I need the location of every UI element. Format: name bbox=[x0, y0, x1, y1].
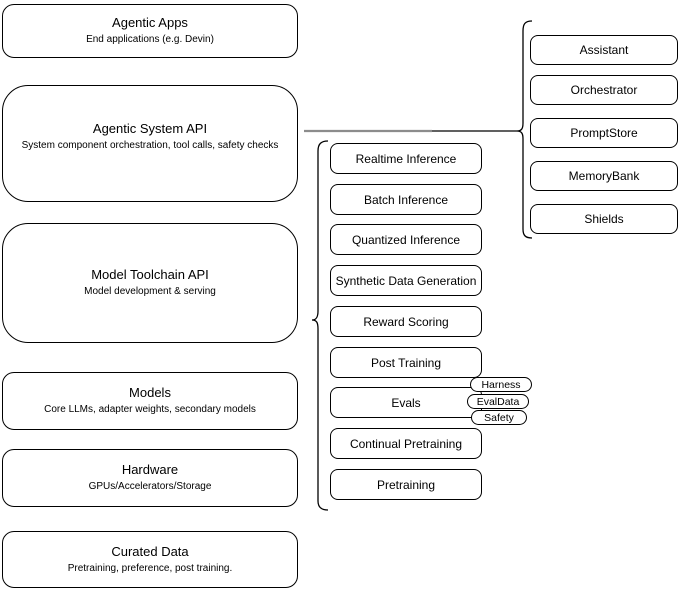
toolchain-item-realtime-inference: Realtime Inference bbox=[330, 143, 482, 174]
toolchain-item-pretraining: Pretraining bbox=[330, 469, 482, 500]
layer-box-content: Model Toolchain API Model development & … bbox=[84, 267, 216, 299]
layer-subtitle: Pretraining, preference, post training. bbox=[67, 562, 233, 574]
layer-box-curated-data: Curated Data Pretraining, preference, po… bbox=[2, 531, 298, 588]
layer-box-content: Agentic System API System component orch… bbox=[22, 121, 279, 153]
eval-tag-harness: Harness bbox=[470, 377, 532, 392]
layer-title: Model Toolchain API bbox=[91, 267, 209, 282]
layer-subtitle: GPUs/Accelerators/Storage bbox=[88, 481, 212, 492]
toolchain-item-batch-inference: Batch Inference bbox=[330, 184, 482, 215]
system-component-orchestrator: Orchestrator bbox=[530, 75, 678, 105]
layer-subtitle: Core LLMs, adapter weights, secondary mo… bbox=[44, 404, 256, 415]
system-component-promptstore: PromptStore bbox=[530, 118, 678, 148]
layer-box-content: Models Core LLMs, adapter weights, secon… bbox=[44, 385, 256, 417]
layer-box-agentic-system-api: Agentic System API System component orch… bbox=[2, 85, 298, 202]
toolchain-item-continual-pretraining: Continual Pretraining bbox=[330, 428, 482, 459]
layer-box-agentic-apps: Agentic Apps End applications (e.g. Devi… bbox=[2, 4, 298, 58]
system-component-shields: Shields bbox=[530, 204, 678, 234]
layer-subtitle: System component orchestration, tool cal… bbox=[21, 139, 279, 151]
layer-subtitle: End applications (e.g. Devin) bbox=[86, 34, 214, 45]
layer-title: Hardware bbox=[121, 462, 179, 477]
layer-title: Agentic Apps bbox=[112, 15, 188, 30]
layer-title: Curated Data bbox=[111, 543, 189, 559]
layer-subtitle: Model development & serving bbox=[84, 286, 216, 297]
layer-box-content: Curated Data Pretraining, preference, po… bbox=[68, 544, 233, 576]
layer-box-models: Models Core LLMs, adapter weights, secon… bbox=[2, 372, 298, 430]
layer-box-hardware: Hardware GPUs/Accelerators/Storage bbox=[2, 449, 298, 507]
layer-box-content: Agentic Apps End applications (e.g. Devi… bbox=[86, 15, 214, 47]
system-component-assistant: Assistant bbox=[530, 35, 678, 65]
eval-tag-safety: Safety bbox=[471, 410, 527, 425]
toolchain-item-reward-scoring: Reward Scoring bbox=[330, 306, 482, 337]
layer-box-model-toolchain-api: Model Toolchain API Model development & … bbox=[2, 223, 298, 343]
layer-box-content: Hardware GPUs/Accelerators/Storage bbox=[89, 462, 212, 494]
toolchain-item-synthetic-data-generation: Synthetic Data Generation bbox=[330, 265, 482, 296]
eval-tag-evaldata: EvalData bbox=[467, 394, 529, 409]
system-component-memorybank: MemoryBank bbox=[530, 161, 678, 191]
toolchain-item-post-training: Post Training bbox=[330, 347, 482, 378]
layer-title: Agentic System API bbox=[92, 120, 208, 136]
toolchain-item-quantized-inference: Quantized Inference bbox=[330, 224, 482, 255]
toolchain-brace bbox=[311, 140, 329, 511]
toolchain-item-evals: Evals bbox=[330, 387, 482, 418]
layer-title: Models bbox=[129, 385, 171, 400]
